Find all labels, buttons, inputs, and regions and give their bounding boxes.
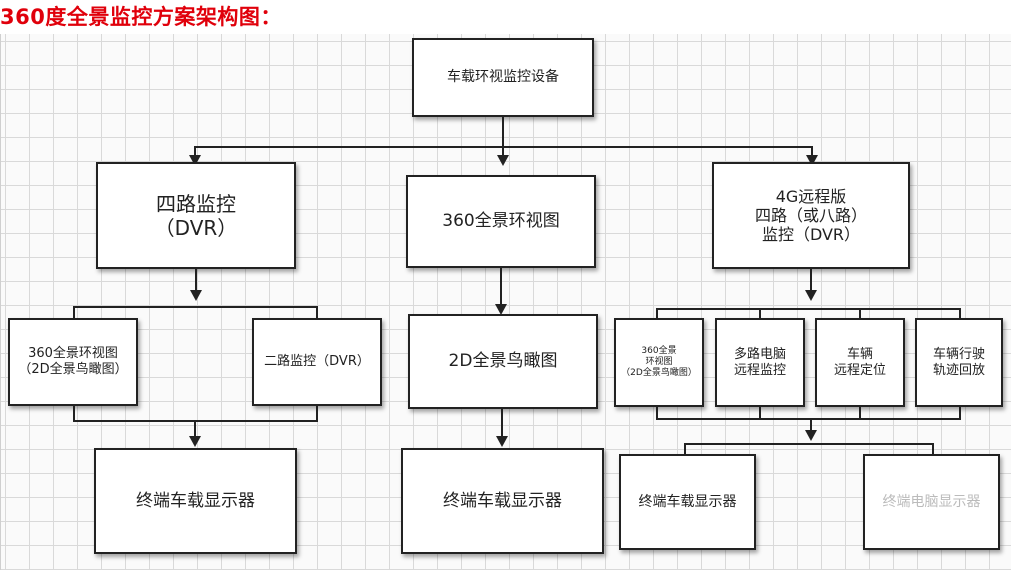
output-right-b-node[interactable]: 终端电脑显示器	[863, 454, 1000, 550]
sub-middle-node[interactable]: 2D全景鸟瞰图	[408, 314, 598, 409]
sub-right-d-node[interactable]: 车辆行驶 轨迹回放	[915, 318, 1003, 407]
output-right-a-label: 终端车载显示器	[638, 493, 737, 510]
diagram-title: 360度全景监控方案架构图：	[0, 5, 282, 29]
connector	[684, 443, 686, 454]
connector	[502, 146, 504, 159]
connector	[316, 406, 318, 420]
arrow-head	[495, 304, 507, 315]
branch-left-node[interactable]: 四路监控 （DVR）	[96, 162, 296, 269]
output-middle-node[interactable]: 终端车载显示器	[401, 448, 604, 554]
arrow-head	[805, 290, 817, 301]
connector	[859, 407, 861, 419]
sub-right-b-node[interactable]: 多路电脑 远程监控	[715, 318, 805, 407]
arrow-head	[189, 155, 201, 166]
connector	[73, 406, 75, 420]
connector	[684, 443, 934, 445]
connector	[500, 268, 502, 306]
root-node[interactable]: 车载环视监控设备	[412, 38, 594, 117]
sub-right-c-node[interactable]: 车辆 远程定位	[815, 318, 905, 407]
sub-right-d-label: 车辆行驶 轨迹回放	[932, 346, 985, 378]
arrow-head	[189, 436, 201, 447]
root-node-label: 车载环视监控设备	[447, 69, 559, 86]
connector	[656, 308, 961, 310]
branch-middle-node[interactable]: 360全景环视图	[406, 175, 596, 268]
connector	[502, 117, 504, 147]
output-left-node[interactable]: 终端车载显示器	[94, 448, 297, 554]
connector	[195, 269, 197, 292]
output-right-b-label: 终端电脑显示器	[882, 493, 981, 510]
sub-left-b-label: 二路监控（DVR）	[264, 354, 370, 370]
sub-right-a-label: 360全景 环视图 （2D全景鸟瞰图）	[621, 346, 697, 378]
branch-middle-label: 360全景环视图	[442, 211, 560, 232]
connector	[932, 443, 934, 454]
output-middle-label: 终端车载显示器	[443, 490, 562, 511]
connector	[959, 308, 961, 318]
branch-left-label: 四路监控 （DVR）	[154, 191, 238, 240]
arrow-head	[497, 155, 509, 166]
connector	[656, 407, 658, 419]
connector	[859, 308, 861, 318]
connector	[316, 306, 318, 318]
arrow-head	[496, 436, 508, 447]
sub-left-a-node[interactable]: 360全景环视图 （2D全景鸟瞰图）	[8, 318, 138, 406]
branch-right-label: 4G远程版 四路（或八路） 监控（DVR）	[754, 186, 867, 245]
arrow-head	[805, 430, 817, 441]
sub-left-a-label: 360全景环视图 （2D全景鸟瞰图）	[18, 346, 128, 377]
sub-left-b-node[interactable]: 二路监控（DVR）	[252, 318, 382, 406]
sub-right-a-node[interactable]: 360全景 环视图 （2D全景鸟瞰图）	[614, 318, 704, 407]
sub-right-c-label: 车辆 远程定位	[833, 346, 886, 378]
connector	[759, 308, 761, 318]
connector	[810, 269, 812, 292]
diagram-canvas: 车载环视监控设备 四路监控 （DVR） 360全景环视图 4G远程版 四路（或八…	[0, 34, 1011, 570]
sub-middle-label: 2D全景鸟瞰图	[448, 351, 558, 372]
connector	[656, 308, 658, 318]
connector	[811, 146, 813, 159]
branch-right-node[interactable]: 4G远程版 四路（或八路） 监控（DVR）	[712, 162, 910, 269]
connector	[194, 146, 196, 159]
connector	[656, 418, 961, 420]
connector	[810, 418, 812, 431]
connector	[959, 407, 961, 419]
connector	[501, 409, 503, 437]
connector	[73, 306, 318, 308]
output-left-label: 终端车载显示器	[136, 490, 255, 511]
connector	[73, 306, 75, 318]
output-right-a-node[interactable]: 终端车载显示器	[619, 454, 756, 550]
arrow-head	[190, 290, 202, 301]
sub-right-b-label: 多路电脑 远程监控	[733, 346, 786, 378]
connector	[759, 407, 761, 419]
connector	[194, 420, 196, 437]
arrow-head	[806, 155, 818, 166]
